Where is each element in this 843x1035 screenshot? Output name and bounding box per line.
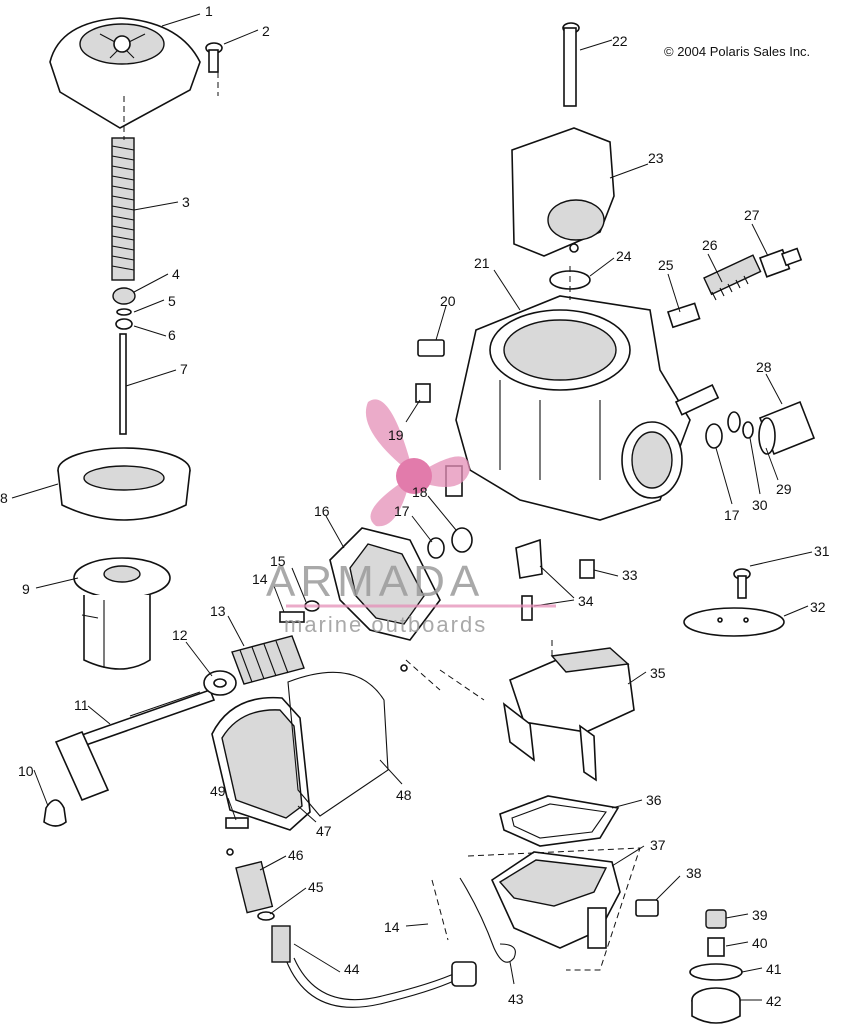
part-choke-plunger (727, 400, 816, 456)
callout-20: 20 (440, 293, 456, 309)
watermark-tagline: marine outboards (284, 612, 487, 637)
assembly-dashed-lines (123, 72, 641, 971)
callout-26: 26 (702, 237, 718, 253)
callout-8: 8 (0, 490, 8, 506)
callout-47: 47 (316, 823, 332, 839)
callout-48: 48 (396, 787, 412, 803)
part-spring-and-seat (226, 848, 275, 921)
callout-46: 46 (288, 847, 304, 863)
callout-36: 36 (646, 792, 662, 808)
callout-44: 44 (344, 961, 360, 977)
part-washer (203, 670, 237, 696)
part-spring (111, 137, 135, 281)
part-fittings (415, 339, 445, 403)
callout-labels: 1 2 3 4 5 6 7 8 9 10 11 12 13 14 15 16 1… (0, 3, 830, 1009)
watermark-brand: ARMADA (266, 557, 484, 606)
part-float (502, 647, 635, 782)
callout-3: 3 (182, 194, 190, 210)
callout-29: 29 (776, 481, 792, 497)
callout-15: 15 (270, 553, 286, 569)
callout-31: 31 (814, 543, 830, 559)
callout-45: 45 (308, 879, 324, 895)
callout-14: 14 (252, 571, 268, 587)
callout-24: 24 (616, 248, 632, 264)
callout-10: 10 (18, 763, 34, 779)
part-carburetor-body (445, 295, 720, 521)
callout-7: 7 (180, 361, 188, 377)
callout-27: 27 (744, 207, 760, 223)
callout-37: 37 (650, 837, 666, 853)
callout-42: 42 (766, 993, 782, 1009)
callout-leaders (11, 13, 813, 1001)
part-piston-slide (73, 557, 171, 670)
callout-34: 34 (578, 593, 594, 609)
callout-40: 40 (752, 935, 768, 951)
callout-39: 39 (752, 907, 768, 923)
callout-49: 49 (210, 783, 226, 799)
callout-1: 1 (205, 3, 213, 19)
part-jets (515, 538, 595, 621)
armada-logo-watermark (286, 399, 556, 608)
callout-38: 38 (686, 865, 702, 881)
callout-19: 19 (388, 427, 404, 443)
callout-6: 6 (168, 327, 176, 343)
part-drain-screw (635, 899, 659, 917)
callout-28: 28 (756, 359, 772, 375)
part-drain-hose (271, 925, 477, 1008)
callout-9: 9 (22, 581, 30, 597)
callout-14b: 14 (384, 919, 400, 935)
part-cap-screw (205, 42, 223, 73)
part-float-bowl (490, 851, 621, 949)
callout-21: 21 (474, 255, 490, 271)
callout-5: 5 (168, 293, 176, 309)
callout-16: 16 (314, 503, 330, 519)
callout-35: 35 (650, 665, 666, 681)
copyright-notice: © 2004 Polaris Sales Inc. (664, 44, 810, 59)
callout-33: 33 (622, 567, 638, 583)
part-idle-screw-assembly (666, 247, 803, 329)
callout-23: 23 (648, 150, 664, 166)
part-throttle-shaft (54, 688, 216, 802)
part-cover-screw-small (225, 817, 249, 829)
callout-18: 18 (412, 484, 428, 500)
callout-32: 32 (810, 599, 826, 615)
callout-11: 11 (74, 697, 89, 713)
part-side-cover (329, 527, 441, 672)
part-long-bolt (562, 22, 580, 107)
callout-25: 25 (658, 257, 674, 273)
callout-30: 30 (752, 497, 768, 513)
part-diaphragm (57, 447, 191, 521)
callout-22: 22 (612, 33, 628, 49)
part-main-jet-stack (689, 909, 743, 1024)
part-return-spring (231, 635, 305, 685)
part-choke-cover (211, 671, 389, 831)
callout-43: 43 (508, 991, 524, 1007)
part-throttle-plate (683, 568, 785, 637)
part-o-rings (427, 423, 723, 559)
callout-13: 13 (210, 603, 226, 619)
part-choke-screw (43, 799, 67, 827)
callout-2: 2 (262, 23, 270, 39)
callout-17: 17 (394, 503, 410, 519)
part-needle-retainer (112, 287, 136, 330)
callout-41: 41 (766, 961, 782, 977)
part-hose-clip (459, 877, 516, 963)
callout-4: 4 (172, 266, 180, 282)
part-throttle-housing (511, 127, 615, 257)
callout-12: 12 (172, 627, 188, 643)
callout-17b: 17 (724, 507, 740, 523)
part-float-bowl-gasket (499, 795, 620, 847)
part-top-cap (49, 17, 201, 129)
part-jet-needle (119, 333, 127, 435)
